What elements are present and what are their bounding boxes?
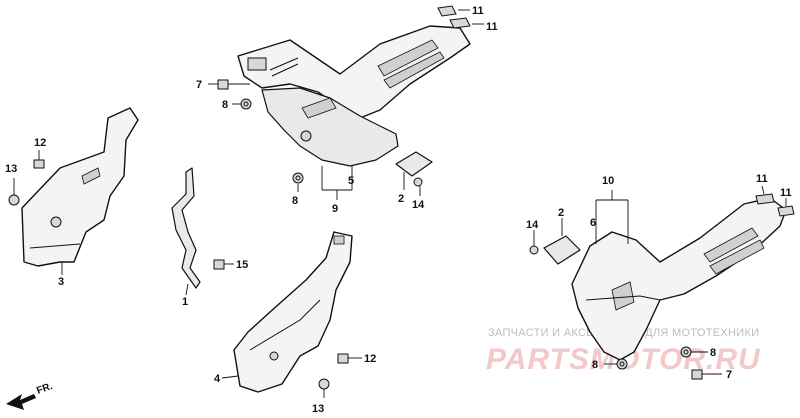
callout-11-top-a: 11 bbox=[472, 5, 484, 17]
callout-11-top-b: 11 bbox=[486, 21, 498, 33]
left-small-cover[interactable] bbox=[21, 107, 139, 267]
screw-12-lower[interactable] bbox=[337, 353, 362, 364]
direction-label: FR. bbox=[35, 381, 54, 397]
callout-10: 10 bbox=[602, 175, 614, 187]
callout-1: 1 bbox=[182, 296, 188, 308]
clip-11-right-b[interactable] bbox=[777, 205, 795, 217]
washer-8-right-b[interactable] bbox=[680, 346, 708, 358]
screw-12-left[interactable] bbox=[33, 150, 45, 169]
callout-13-left: 13 bbox=[5, 163, 17, 175]
callout-11-right-b: 11 bbox=[780, 187, 792, 199]
callout-7-top: 7 bbox=[196, 79, 202, 91]
callout-2-right: 2 bbox=[558, 207, 564, 219]
clip-11-right-a[interactable] bbox=[755, 193, 775, 205]
washer-14-upper[interactable] bbox=[413, 177, 423, 196]
washer-8-mid[interactable] bbox=[292, 172, 304, 192]
mid-cover-5[interactable] bbox=[261, 87, 399, 167]
callout-8-right-a: 8 bbox=[592, 359, 598, 371]
callout-12-left: 12 bbox=[34, 137, 46, 149]
pad-2-right[interactable] bbox=[543, 218, 581, 265]
callout-8-top: 8 bbox=[222, 99, 228, 111]
callout-9: 9 bbox=[332, 203, 338, 215]
callout-13-lower: 13 bbox=[312, 403, 324, 415]
clip-11-b[interactable] bbox=[449, 17, 471, 29]
callout-14-upper: 14 bbox=[412, 199, 425, 211]
callout-3: 3 bbox=[58, 276, 64, 288]
bracket-1[interactable] bbox=[171, 167, 201, 289]
front-direction-arrow: FR. bbox=[6, 381, 54, 410]
washer-8-top[interactable] bbox=[232, 98, 252, 110]
washer-8-right-a[interactable] bbox=[604, 358, 628, 370]
callout-6: 6 bbox=[590, 217, 596, 229]
callout-11-right-a: 11 bbox=[756, 173, 768, 185]
callout-8-right-b: 8 bbox=[710, 347, 716, 359]
bolt-7-right[interactable] bbox=[691, 369, 722, 380]
pad-2-upper[interactable] bbox=[395, 151, 433, 190]
callout-14-right: 14 bbox=[526, 219, 539, 231]
side-cover-4[interactable] bbox=[233, 231, 353, 393]
callout-8-mid: 8 bbox=[292, 195, 298, 207]
bolt-15[interactable] bbox=[213, 259, 234, 270]
callout-5: 5 bbox=[348, 175, 354, 187]
washer-14-right[interactable] bbox=[529, 230, 539, 255]
upper-long-cover[interactable] bbox=[237, 25, 471, 119]
callout-12-lower: 12 bbox=[364, 353, 376, 365]
hinge-clips[interactable] bbox=[247, 57, 299, 77]
screw-13-lower[interactable] bbox=[318, 378, 330, 398]
callout-15: 15 bbox=[236, 259, 248, 271]
callout-2-upper: 2 bbox=[398, 193, 404, 205]
right-cover-assembly[interactable] bbox=[571, 197, 787, 361]
bolt-7-top[interactable] bbox=[208, 79, 250, 90]
callout-7-right: 7 bbox=[726, 369, 732, 381]
bracket-9 bbox=[321, 166, 353, 200]
clip-11-a[interactable] bbox=[437, 5, 457, 17]
callout-4: 4 bbox=[214, 373, 221, 385]
screw-13-left[interactable] bbox=[8, 178, 20, 206]
bracket-10 bbox=[595, 190, 629, 244]
